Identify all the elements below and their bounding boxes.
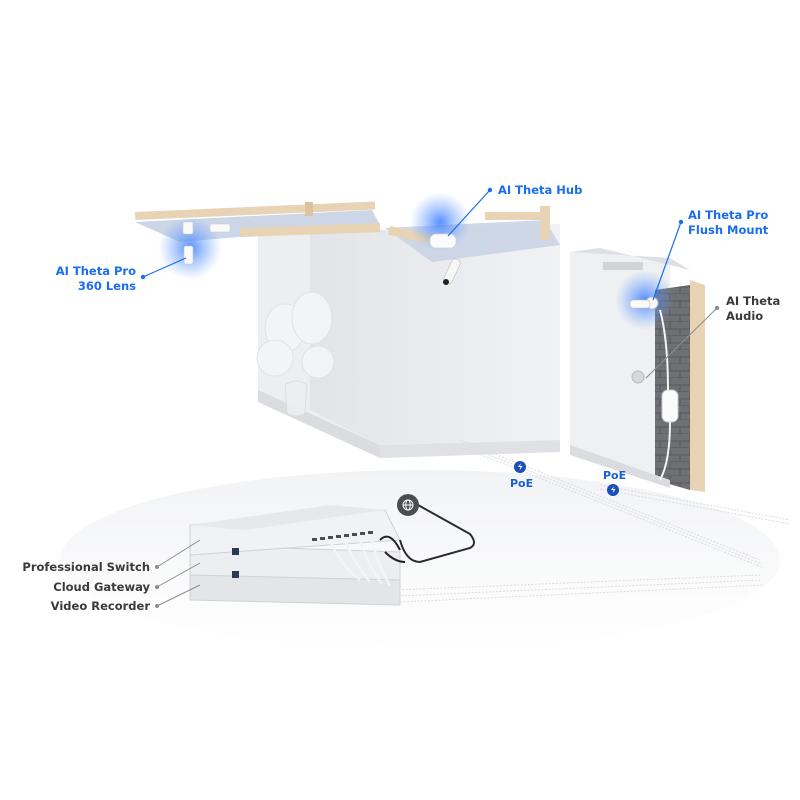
label-audio: AI Theta Audio [726, 294, 780, 324]
label-line: AI Theta Hub [498, 183, 583, 197]
device-flush-mount [629, 296, 659, 310]
device-pro360-lens [182, 221, 231, 265]
decorative-plant [256, 291, 335, 417]
label-line: AI Theta Pro [55, 264, 136, 278]
lightning-bolt-icon [518, 463, 523, 471]
label-professional-switch: Professional Switch [22, 560, 150, 574]
internet-cable [399, 504, 475, 564]
label-cloud-gateway: Cloud Gateway [53, 580, 150, 594]
leader-lines [140, 187, 720, 608]
label-line: AI Theta Pro [688, 208, 769, 222]
device-hub-camera [443, 258, 461, 285]
label-hub: AI Theta Hub [498, 183, 582, 198]
poe-badge-1 [514, 461, 526, 473]
poe-badge-2 [607, 484, 619, 496]
label-pro360-lens: AI Theta Pro 360 Lens [40, 264, 136, 294]
device-audio [631, 309, 679, 481]
label-video-recorder: Video Recorder [50, 599, 150, 613]
cable-runs [394, 439, 791, 603]
label-line: Audio [726, 309, 764, 323]
label-flush-mount: AI Theta Pro Flush Mount [688, 208, 768, 238]
device-hub [429, 233, 457, 249]
globe-icon [402, 499, 414, 511]
poe-label-1: PoE [510, 477, 534, 490]
network-stack-illustration [189, 505, 406, 606]
lightning-bolt-icon [611, 486, 616, 494]
label-line: Flush Mount [688, 223, 769, 237]
label-line: AI Theta [726, 294, 781, 308]
floor-shadow [60, 470, 780, 650]
poe-label-2: PoE [603, 469, 627, 482]
label-line: 360 Lens [77, 279, 136, 293]
